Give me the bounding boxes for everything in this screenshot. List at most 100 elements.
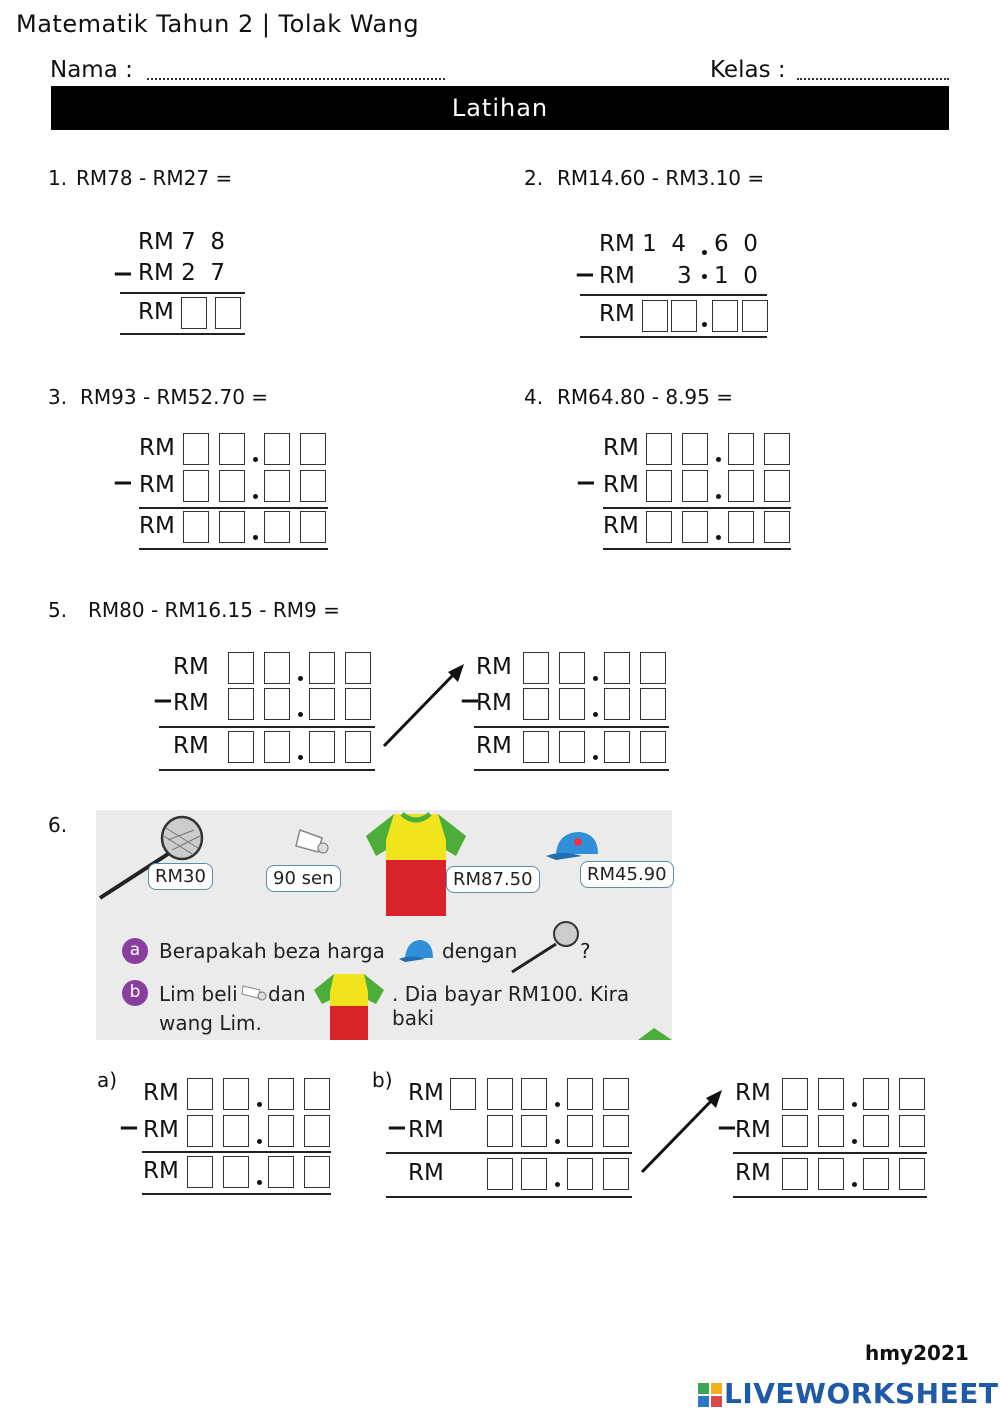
answer-box[interactable]	[646, 470, 672, 502]
answer-box[interactable]	[264, 470, 290, 502]
answer-box[interactable]	[228, 731, 254, 763]
answer-box[interactable]	[863, 1158, 889, 1190]
answer-box[interactable]	[782, 1158, 808, 1190]
rm-label: RM	[139, 472, 175, 498]
answer-box[interactable]	[345, 652, 371, 684]
answer-box[interactable]	[682, 511, 708, 543]
answer-box[interactable]	[782, 1078, 808, 1110]
name-field[interactable]	[147, 78, 445, 80]
answer-box[interactable]	[219, 470, 245, 502]
answer-box[interactable]	[450, 1078, 476, 1110]
answer-box[interactable]	[682, 433, 708, 465]
answer-box[interactable]	[604, 688, 630, 720]
answer-box[interactable]	[728, 433, 754, 465]
answer-box[interactable]	[183, 511, 209, 543]
answer-box[interactable]	[215, 297, 241, 329]
answer-box[interactable]	[187, 1078, 213, 1110]
answer-box[interactable]	[521, 1158, 547, 1190]
q2-row2-decimals: 1 0	[714, 263, 758, 289]
answer-box[interactable]	[309, 652, 335, 684]
answer-box[interactable]	[567, 1158, 593, 1190]
answer-box[interactable]	[521, 1115, 547, 1147]
answer-box[interactable]	[764, 470, 790, 502]
answer-box[interactable]	[818, 1115, 844, 1147]
answer-box[interactable]	[567, 1078, 593, 1110]
answer-box[interactable]	[309, 688, 335, 720]
answer-box[interactable]	[728, 470, 754, 502]
answer-box[interactable]	[604, 652, 630, 684]
answer-box[interactable]	[899, 1158, 925, 1190]
answer-box[interactable]	[183, 433, 209, 465]
answer-box[interactable]	[671, 300, 697, 332]
answer-box[interactable]	[487, 1078, 513, 1110]
answer-box[interactable]	[187, 1156, 213, 1188]
answer-box[interactable]	[223, 1115, 249, 1147]
answer-box[interactable]	[345, 731, 371, 763]
answer-box[interactable]	[742, 300, 768, 332]
q2-rm: RM	[599, 301, 635, 327]
answer-box[interactable]	[728, 511, 754, 543]
answer-box[interactable]	[304, 1115, 330, 1147]
answer-box[interactable]	[523, 688, 549, 720]
answer-box[interactable]	[523, 652, 549, 684]
answer-box[interactable]	[863, 1078, 889, 1110]
answer-box[interactable]	[603, 1078, 629, 1110]
answer-box[interactable]	[219, 511, 245, 543]
answer-box[interactable]	[487, 1158, 513, 1190]
answer-box[interactable]	[646, 433, 672, 465]
answer-box[interactable]	[300, 511, 326, 543]
answer-box[interactable]	[712, 300, 738, 332]
answer-box[interactable]	[264, 511, 290, 543]
answer-box[interactable]	[223, 1078, 249, 1110]
answer-box[interactable]	[300, 470, 326, 502]
answer-box[interactable]	[642, 300, 668, 332]
answer-box[interactable]	[183, 470, 209, 502]
answer-box[interactable]	[640, 688, 666, 720]
answer-box[interactable]	[300, 433, 326, 465]
answer-box[interactable]	[268, 1115, 294, 1147]
answer-box[interactable]	[899, 1115, 925, 1147]
answer-box[interactable]	[521, 1078, 547, 1110]
answer-box[interactable]	[228, 688, 254, 720]
answer-box[interactable]	[559, 731, 585, 763]
question-a-marker: a	[122, 938, 148, 964]
answer-box[interactable]	[682, 470, 708, 502]
answer-box[interactable]	[818, 1158, 844, 1190]
answer-box[interactable]	[764, 511, 790, 543]
answer-box[interactable]	[228, 652, 254, 684]
answer-box[interactable]	[309, 731, 335, 763]
answer-box[interactable]	[559, 652, 585, 684]
answer-box[interactable]	[187, 1115, 213, 1147]
answer-box[interactable]	[264, 731, 290, 763]
badminton-racket-icon	[98, 815, 204, 900]
class-field[interactable]	[797, 78, 949, 80]
answer-box[interactable]	[559, 688, 585, 720]
answer-box[interactable]	[899, 1078, 925, 1110]
answer-box[interactable]	[603, 1158, 629, 1190]
answer-box[interactable]	[268, 1078, 294, 1110]
answer-box[interactable]	[181, 297, 207, 329]
answer-box[interactable]	[567, 1115, 593, 1147]
answer-box[interactable]	[223, 1156, 249, 1188]
answer-box[interactable]	[863, 1115, 889, 1147]
answer-box[interactable]	[264, 652, 290, 684]
answer-box[interactable]	[640, 731, 666, 763]
answer-box[interactable]	[764, 433, 790, 465]
decimal-point	[702, 250, 707, 255]
answer-box[interactable]	[523, 731, 549, 763]
answer-box[interactable]	[604, 731, 630, 763]
answer-box[interactable]	[304, 1156, 330, 1188]
answer-box[interactable]	[264, 433, 290, 465]
answer-box[interactable]	[268, 1156, 294, 1188]
q2-row1: RM 1 4	[599, 231, 687, 257]
answer-box[interactable]	[219, 433, 245, 465]
answer-box[interactable]	[782, 1115, 808, 1147]
answer-box[interactable]	[304, 1078, 330, 1110]
answer-box[interactable]	[818, 1078, 844, 1110]
answer-box[interactable]	[487, 1115, 513, 1147]
answer-box[interactable]	[264, 688, 290, 720]
answer-box[interactable]	[345, 688, 371, 720]
answer-box[interactable]	[603, 1115, 629, 1147]
answer-box[interactable]	[640, 652, 666, 684]
answer-box[interactable]	[646, 511, 672, 543]
